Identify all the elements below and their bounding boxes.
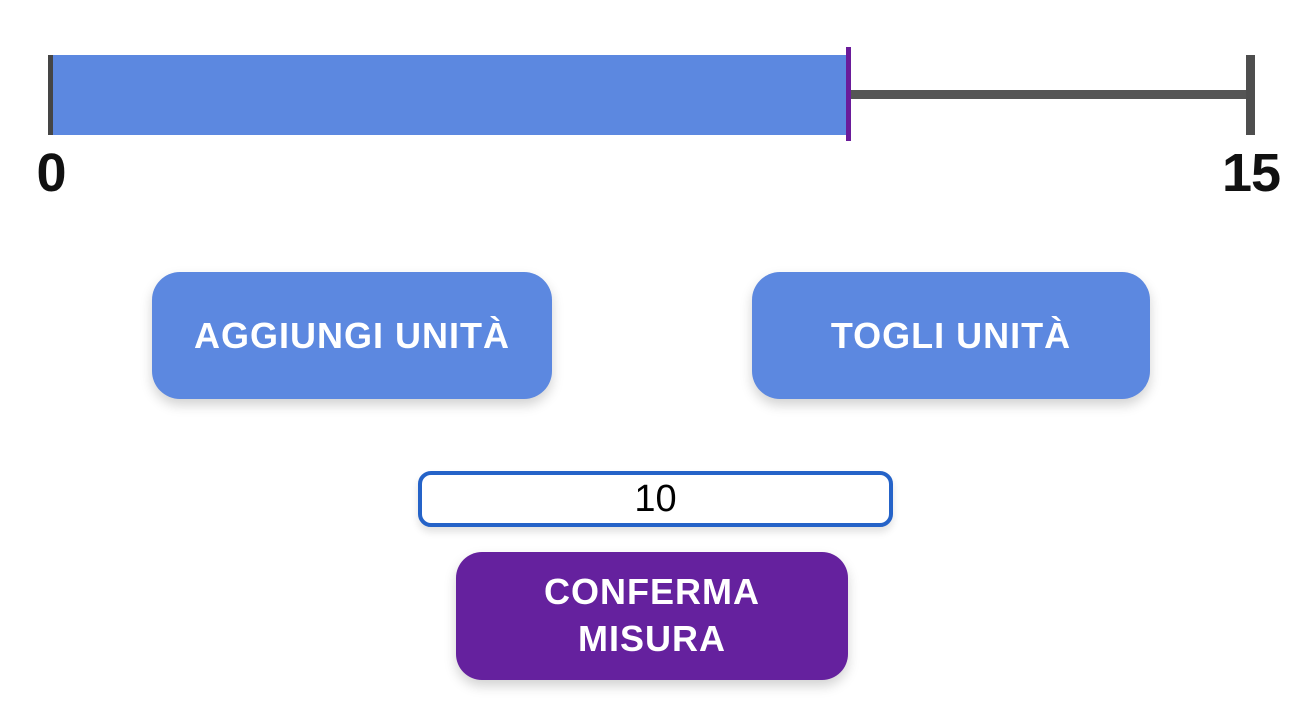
value-marker (846, 47, 852, 141)
ruler-min-label: 0 (36, 143, 66, 203)
ruler-max-label: 15 (1221, 143, 1281, 203)
ruler-end-tick (1246, 55, 1255, 135)
remove-unit-button-label: TOGLI UNITÀ (830, 314, 1072, 356)
measured-bar (53, 55, 847, 135)
confirm-measure-button[interactable]: CONFERMA MISURA (456, 552, 848, 680)
add-unit-button-label: AGGIUNGI UNITÀ (194, 314, 510, 356)
remainder-line (851, 90, 1246, 99)
remove-unit-button[interactable]: TOGLI UNITÀ (752, 272, 1150, 399)
confirm-measure-button-label: CONFERMA MISURA (544, 571, 760, 659)
add-unit-button[interactable]: AGGIUNGI UNITÀ (152, 272, 552, 399)
ruler-zero-tick (48, 55, 53, 135)
measurement-ruler: 0 15 (0, 0, 1298, 203)
measure-input[interactable] (418, 471, 893, 527)
